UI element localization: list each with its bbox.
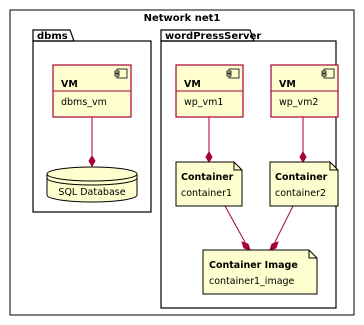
edge-container2-image (273, 205, 294, 245)
node-sql-database-label: SQL Database (58, 187, 125, 198)
node-container1: Container container1 (175, 161, 243, 207)
edge-container1-image-diamond (241, 241, 251, 251)
network-title: Network net1 (144, 13, 221, 24)
edge-container2-image-diamond (269, 241, 279, 251)
package-dbms-tab (32, 29, 75, 42)
component-icon (321, 68, 335, 79)
edges (88, 117, 307, 251)
node-container-image-name: container1_image (209, 276, 295, 287)
package-wordpress-label: wordPressServer (165, 31, 261, 42)
edge-dbmsvm-sqldb-diamond (88, 155, 96, 167)
node-wp-vm1-name: wp_vm1 (184, 97, 223, 108)
node-wp-vm1-stereotype: VM (184, 79, 201, 90)
node-wp-vm1: VM wp_vm1 (175, 64, 244, 118)
node-container1-stereotype: Container (181, 172, 234, 183)
node-dbms-vm: VM dbms_vm (52, 64, 132, 118)
node-container1-name: container1 (181, 188, 232, 199)
component-icon (114, 68, 128, 79)
package-wordpress-tab (160, 29, 255, 42)
node-sql-database: SQL Database (46, 166, 138, 203)
edge-container1-image (224, 205, 247, 245)
node-container2: Container container2 (269, 161, 339, 207)
component-icon (226, 68, 240, 79)
node-container2-stereotype: Container (275, 172, 328, 183)
node-wp-vm2-stereotype: VM (279, 79, 296, 90)
package-dbms-label: dbms (37, 31, 68, 42)
node-container-image: Container Image container1_image (202, 249, 318, 295)
node-container-image-stereotype: Container Image (209, 260, 298, 271)
node-dbms-vm-name: dbms_vm (61, 97, 107, 108)
node-wp-vm2: VM wp_vm2 (270, 64, 339, 118)
node-container2-name: container2 (275, 188, 326, 199)
node-wp-vm2-name: wp_vm2 (279, 97, 318, 108)
node-dbms-vm-stereotype: VM (61, 79, 78, 90)
